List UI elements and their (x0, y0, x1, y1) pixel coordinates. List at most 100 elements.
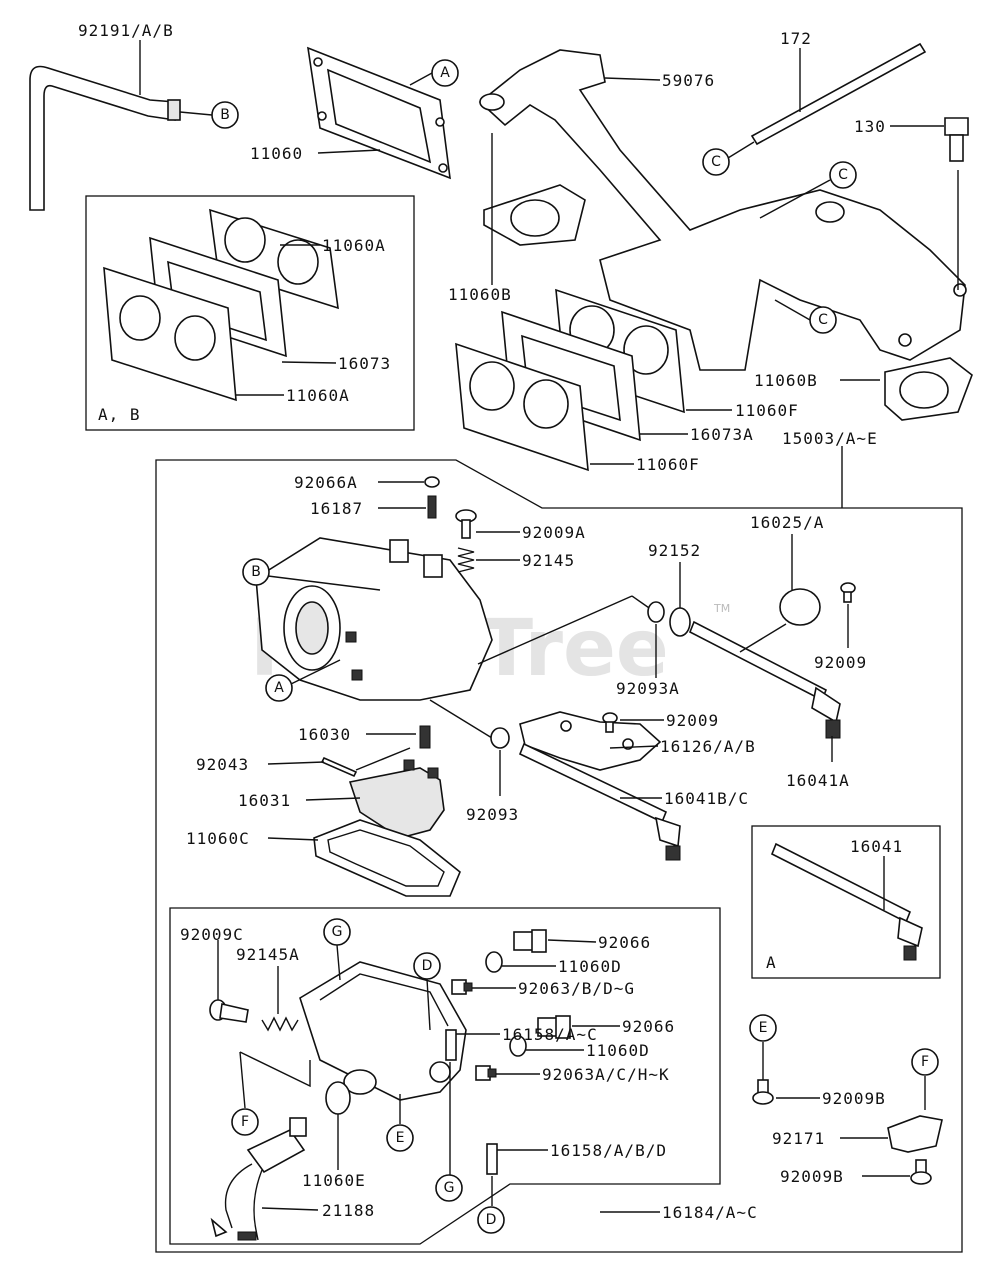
jet-16187[interactable] (427, 495, 437, 519)
float-16031[interactable] (348, 759, 445, 839)
label-92093a: 92093A (616, 679, 680, 698)
label-16030: 16030 (298, 725, 351, 744)
label-11060e: 11060E (302, 1171, 366, 1190)
plate-16025[interactable] (779, 588, 821, 626)
trademark-mark: TM (713, 602, 730, 615)
label-16126: 16126/A/B (660, 737, 756, 756)
label-59076: 59076 (662, 71, 715, 90)
jet-92063-bdg[interactable] (451, 979, 473, 995)
spring-92145a[interactable] (261, 1016, 299, 1032)
pin-92043[interactable] (320, 756, 358, 778)
screw-92009b-1[interactable] (752, 1079, 774, 1105)
washer-92093a[interactable] (647, 601, 665, 623)
label-16041a: 16041A (786, 771, 850, 790)
label-11060a-top: 11060A (322, 236, 386, 255)
label-92009b-1: 92009B (822, 1089, 886, 1108)
spring-92145[interactable] (457, 547, 475, 573)
gasket-11060f-bottom[interactable] (455, 342, 589, 472)
label-16073: 16073 (338, 354, 391, 373)
intake-manifold-59076[interactable] (478, 49, 967, 371)
label-16184: 16184/A~C (662, 1203, 758, 1222)
svg-text:G: G (444, 1180, 455, 1196)
shaft-16041a[interactable] (688, 620, 841, 739)
svg-text:A: A (274, 680, 284, 696)
gasket-11060b-right[interactable] (884, 357, 973, 421)
label-16158ac: 16158/A~C (502, 1025, 598, 1044)
washer-11060d-2[interactable] (509, 1035, 527, 1057)
callout-b-carb (242, 558, 270, 586)
label-92093: 92093 (466, 805, 519, 824)
svg-text:G: G (332, 924, 343, 940)
callout-c-right (829, 161, 857, 189)
screw-92009a[interactable] (455, 509, 477, 539)
seal-92152[interactable] (669, 607, 691, 637)
screw-92009b-2[interactable] (910, 1159, 932, 1185)
svg-text:B: B (220, 107, 230, 123)
label-92066a: 92066A (294, 473, 358, 492)
callout-e-bowl (386, 1124, 414, 1152)
shaft-16041bc[interactable] (518, 742, 681, 861)
plug-92066-2[interactable] (537, 1015, 571, 1039)
label-172: 172 (780, 29, 812, 48)
gasket-11060f-top[interactable] (555, 288, 685, 414)
gasket-11060c[interactable] (313, 819, 461, 897)
screw-92009c[interactable] (209, 999, 249, 1023)
label-11060b-left: 11060B (448, 285, 512, 304)
label-16041bc: 16041B/C (664, 789, 749, 808)
jet-16158-ac[interactable] (445, 1029, 457, 1061)
plug-92066a[interactable] (424, 476, 440, 488)
callout-c-stud (702, 148, 730, 176)
label-11060d-2: 11060D (586, 1041, 650, 1060)
float-bowl-frame (169, 907, 721, 1245)
screw-92009-mid[interactable] (602, 712, 618, 733)
svg-text:A: A (440, 65, 450, 81)
svg-text:B: B (251, 564, 261, 580)
gasket-11060[interactable] (307, 46, 451, 180)
plate-16126[interactable] (519, 711, 662, 771)
label-11060f-bottom: 11060F (636, 455, 700, 474)
stud-172[interactable] (750, 42, 927, 146)
callout-a-carb (265, 674, 293, 702)
solenoid-21188[interactable] (210, 1117, 307, 1241)
svg-text:E: E (759, 1020, 768, 1036)
label-16073a: 16073A (690, 425, 754, 444)
label-11060a-bottom: 11060A (286, 386, 350, 405)
svg-text:F: F (921, 1054, 929, 1070)
label-92009-mid: 92009 (666, 711, 719, 730)
screw-92009-right[interactable] (840, 582, 856, 603)
needle-16030[interactable] (419, 725, 431, 749)
gasket-11060a-top[interactable] (209, 208, 339, 310)
label-130: 130 (854, 117, 886, 136)
shaft-16041[interactable] (770, 842, 923, 961)
callout-e-right (749, 1014, 777, 1042)
svg-text:D: D (486, 1212, 497, 1228)
bolt-130[interactable] (944, 117, 969, 162)
callout-b-hose (211, 101, 239, 129)
hose-92191[interactable] (29, 65, 181, 211)
jet-16158-abd[interactable] (486, 1143, 498, 1175)
label-16158abd: 16158/A/B/D (550, 1141, 667, 1160)
label-92009-right: 92009 (814, 653, 867, 672)
label-92063: 92063/B/D~G (518, 979, 635, 998)
label-16031: 16031 (238, 791, 291, 810)
bracket-92171[interactable] (887, 1115, 943, 1153)
gasket-11060b-left[interactable] (483, 184, 586, 246)
label-11060c: 11060C (186, 829, 250, 848)
svg-text:E: E (396, 1130, 405, 1146)
plug-92066-1[interactable] (513, 929, 547, 953)
label-92009a: 92009A (522, 523, 586, 542)
variant-box-ab (85, 195, 415, 431)
float-bowl-16184[interactable] (299, 961, 467, 1101)
label-92063a: 92063A/C/H~K (542, 1065, 670, 1084)
gasket-11060e[interactable] (325, 1081, 351, 1115)
washer-92093[interactable] (490, 727, 510, 749)
callout-f-right (911, 1048, 939, 1076)
label-11060b-right: 11060B (754, 371, 818, 390)
washer-11060d-1[interactable] (485, 951, 503, 973)
label-92145: 92145 (522, 551, 575, 570)
gasket-11060a-bottom[interactable] (103, 266, 237, 402)
label-92009c: 92009C (180, 925, 244, 944)
jet-92063-ack[interactable] (475, 1065, 497, 1081)
carburetor-body[interactable] (255, 537, 493, 701)
